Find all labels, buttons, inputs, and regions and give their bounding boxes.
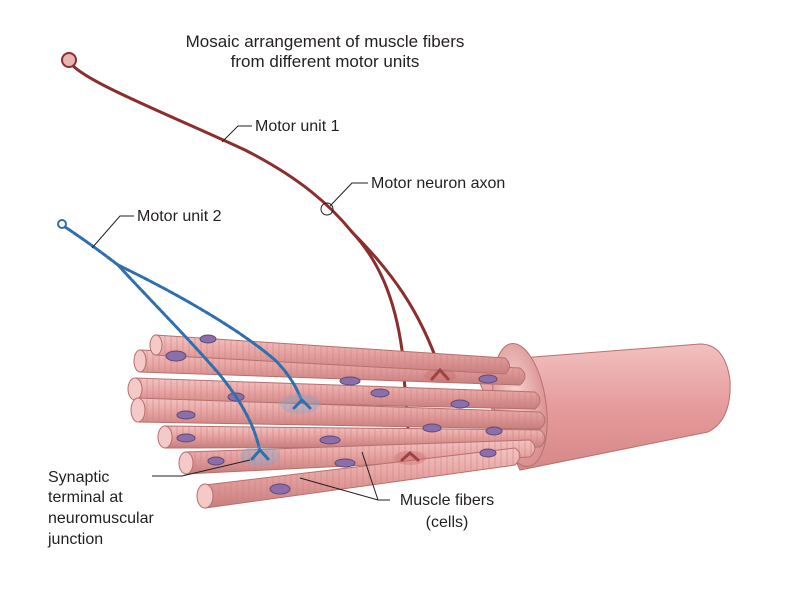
motor-unit-1-cell-body (61, 52, 77, 68)
label-muscle-fibers-line2: (cells) (426, 514, 469, 531)
motor-unit-2-cell-body (57, 219, 67, 229)
label-muscle-fibers-line1: Muscle fibers (400, 492, 494, 509)
label-synaptic-terminal-line2: terminal at (48, 489, 123, 506)
leader-motor-neuron-axon (329, 182, 368, 207)
leader-muscle-fibers (299, 451, 390, 501)
label-synaptic-terminal-line1: Synaptic (48, 469, 109, 486)
label-motor-unit-2: Motor unit 2 (137, 208, 222, 225)
label-synaptic-terminal-line4: junction (47, 531, 103, 548)
leader-lines (91, 125, 390, 501)
muscle-fiber (149, 334, 510, 375)
figure-title-line1: Mosaic arrangement of muscle fibers (186, 32, 465, 51)
muscle-fiber (178, 439, 536, 475)
axon-marker (320, 202, 334, 216)
junction-glow (240, 446, 280, 466)
label-motor-unit-1: Motor unit 1 (255, 118, 340, 135)
leader-motor-unit-2 (91, 215, 134, 249)
motor-unit-1-terminals (400, 368, 450, 462)
label-motor-neuron-axon: Motor neuron axon (371, 175, 505, 192)
motor-unit-2-axon (60, 223, 304, 454)
muscle-fiber (130, 397, 546, 430)
motor-unit-2-terminals (250, 398, 312, 461)
label-synaptic-terminal-line3: neuromuscular (48, 510, 155, 527)
fiber-nuclei (165, 334, 503, 495)
leader-synaptic-terminal (152, 459, 251, 477)
leader-motor-unit-1 (221, 125, 252, 143)
junction-glow (394, 451, 426, 465)
motor-unit-1-axon (68, 60, 442, 457)
figure-title-line2: from different motor units (231, 52, 420, 71)
junction-glow (424, 369, 456, 383)
muscle-fascicle (127, 334, 731, 509)
